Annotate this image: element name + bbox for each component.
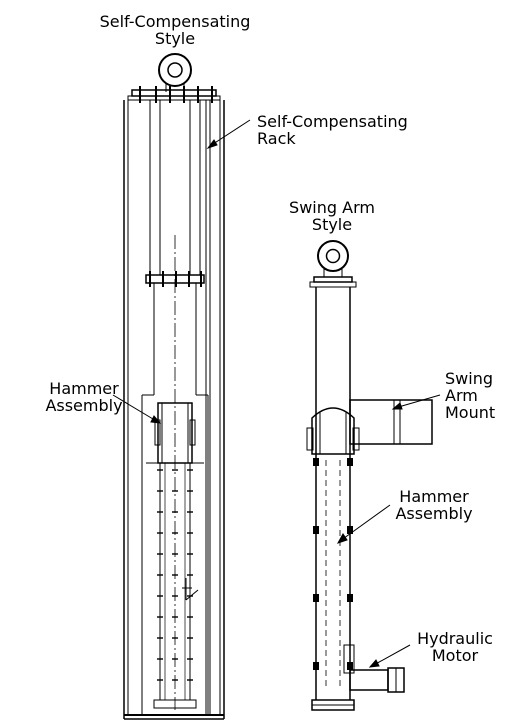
label-hydraulic-motor: Hydraulic Motor [410,630,500,664]
label-line: Swing [445,369,493,388]
label-swing-arm-mount: Swing Arm Mount [445,370,495,421]
right-top-flange [309,281,357,288]
right-hidden-lines [325,460,341,690]
left-top-flange [127,95,221,101]
label-self-compensating-rack: Self-Compensating Rack [257,113,408,147]
label-line: Assembly [395,504,473,523]
tube-bolt [347,458,353,466]
label-line: Assembly [45,396,123,415]
label-line: Hydraulic [417,629,493,648]
label-line: Style [311,215,353,234]
tube-bolt [313,526,319,534]
label-hammer-assembly-left: Hammer Assembly [36,380,132,414]
leader-lines [112,119,441,668]
right-tube-bolts [313,458,353,670]
left-hammer-shaft [159,463,191,700]
label-line: Rack [257,129,296,148]
left-top-plate [131,89,217,97]
left-rack-ticks [157,469,193,681]
right-hammer-head [306,407,360,455]
left-lifting-eye [158,53,192,92]
tube-bolt [313,594,319,602]
right-base [311,699,355,711]
right-lifting-eye [317,240,349,277]
label-self-compensating-style: Self-Compensating Style [80,13,270,47]
tube-bolt [347,526,353,534]
left-outer-frame [123,100,225,715]
label-line: Self-Compensating [257,112,408,131]
hydraulic-motor-body [343,644,405,693]
swing-arm-unit [306,240,433,711]
left-lower-body [141,283,209,715]
swing-arm-mount-bracket [349,399,433,445]
left-top-bolts [139,86,213,103]
label-hammer-assembly-right: Hammer Assembly [384,488,484,522]
right-top-cap [313,276,353,283]
label-line: Mount [445,403,496,422]
label-line: Motor [431,646,479,665]
label-line: Arm [445,386,478,405]
right-main-tube [315,287,351,700]
label-line: Hammer [49,379,119,398]
self-compensating-unit [123,53,225,720]
left-small-fitting [182,578,199,601]
left-base [123,699,225,720]
label-swing-arm-style: Swing Arm Style [270,199,394,233]
label-line: Self-Compensating [99,12,251,31]
label-line: Style [154,29,196,48]
tube-bolt [347,594,353,602]
tube-bolt [313,458,319,466]
label-line: Swing Arm [289,198,375,217]
tube-bolt [313,662,319,670]
left-rack-rails [149,100,211,715]
tube-bolt [347,662,353,670]
label-line: Hammer [399,487,469,506]
